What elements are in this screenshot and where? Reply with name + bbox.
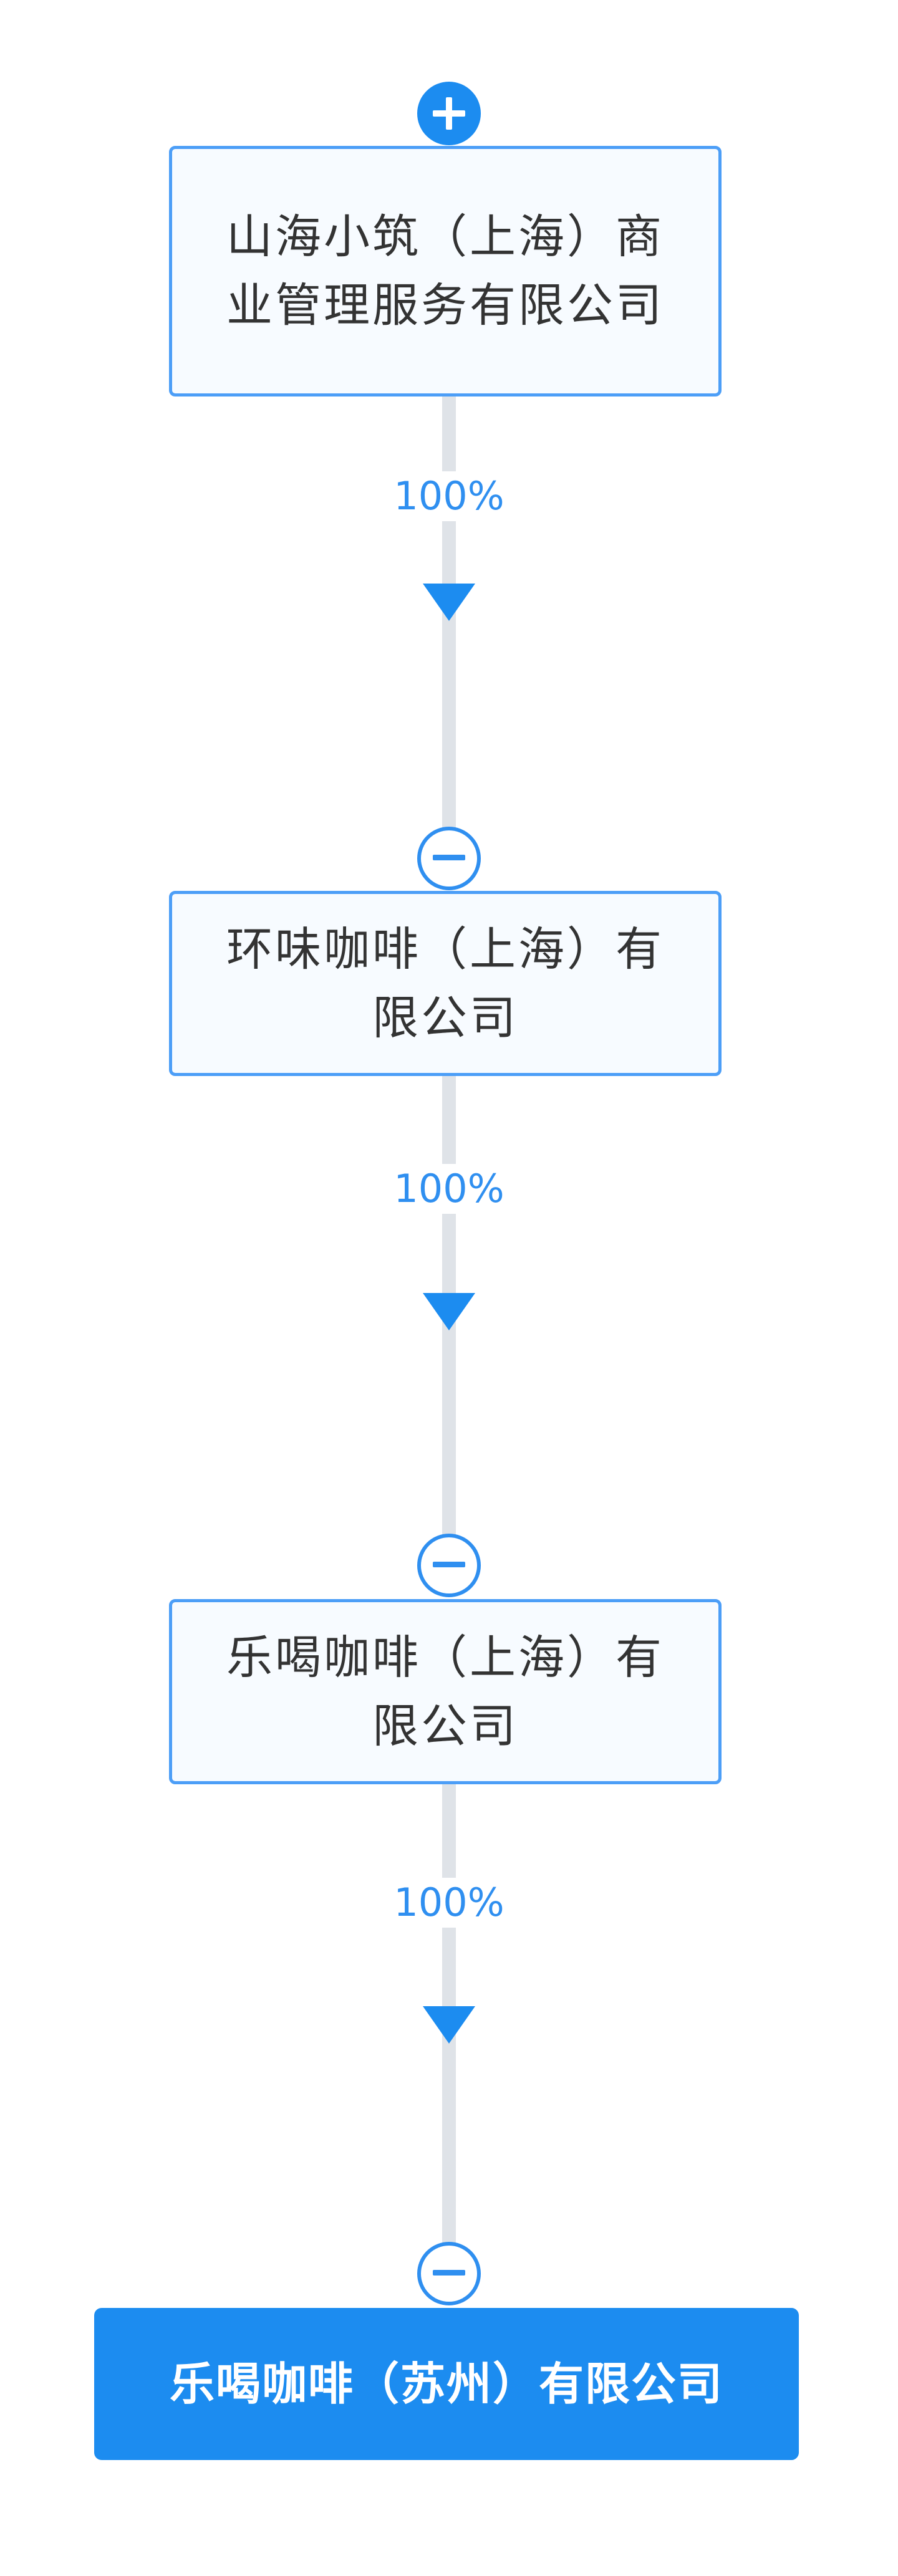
shareholding-percent: 100% [324, 1164, 574, 1214]
collapse-minus-icon[interactable] [417, 1534, 481, 1597]
node-company-name: 山海小筑（上海）商业管理服务有限公司 [226, 210, 664, 332]
minus-icon [433, 1562, 465, 1567]
shareholding-percent: 100% [324, 1878, 574, 1928]
shareholding-percent: 100% [324, 471, 574, 521]
shareholder-node[interactable]: 环味咖啡（上海）有限公司 [169, 891, 722, 1076]
arrow-down-icon [423, 2006, 475, 2044]
minus-icon [433, 855, 465, 860]
arrow-down-icon [423, 584, 475, 621]
target-company-node[interactable]: 乐喝咖啡（苏州）有限公司 [94, 2308, 799, 2460]
shareholder-node-root[interactable]: 山海小筑（上海）商业管理服务有限公司 [169, 146, 722, 396]
shareholder-node[interactable]: 乐喝咖啡（上海）有限公司 [169, 1599, 722, 1784]
collapse-minus-icon[interactable] [417, 2242, 481, 2305]
minus-icon [433, 2270, 465, 2276]
connector-line [442, 396, 456, 870]
arrow-down-icon [423, 1293, 475, 1330]
collapse-minus-icon[interactable] [417, 827, 481, 890]
node-company-name: 乐喝咖啡（上海）有限公司 [226, 1630, 664, 1753]
target-company-name: 乐喝咖啡（苏州）有限公司 [169, 2358, 723, 2410]
expand-plus-icon[interactable] [417, 82, 481, 145]
node-company-name: 环味咖啡（上海）有限公司 [226, 922, 664, 1045]
